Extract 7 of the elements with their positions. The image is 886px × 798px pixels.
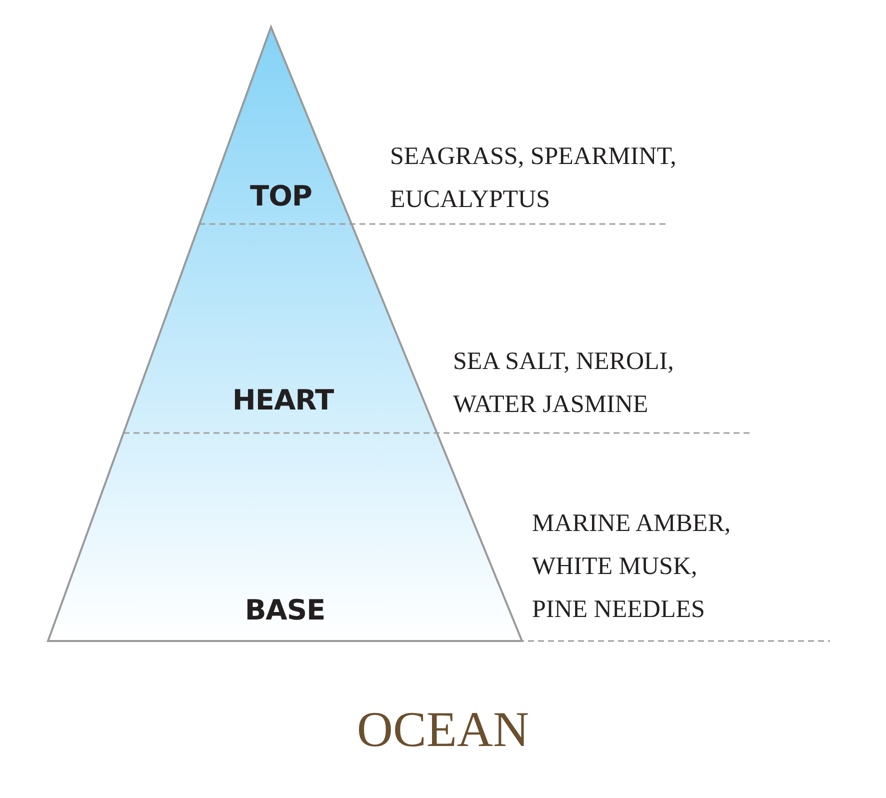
tier-label: TOP	[250, 180, 312, 212]
notes-text: SEA SALT, NEROLI, WATER JASMINE	[453, 347, 675, 420]
tier-label: HEART	[232, 384, 334, 416]
notes-text: MARINE AMBER, WHITE MUSK, PINE NEEDLES	[532, 509, 732, 625]
title: OCEAN	[356, 700, 530, 758]
notes-text: SEAGRASS, SPEARMINT, EUCALYPTUS	[390, 142, 678, 215]
tier-label: BASE	[244, 594, 326, 626]
